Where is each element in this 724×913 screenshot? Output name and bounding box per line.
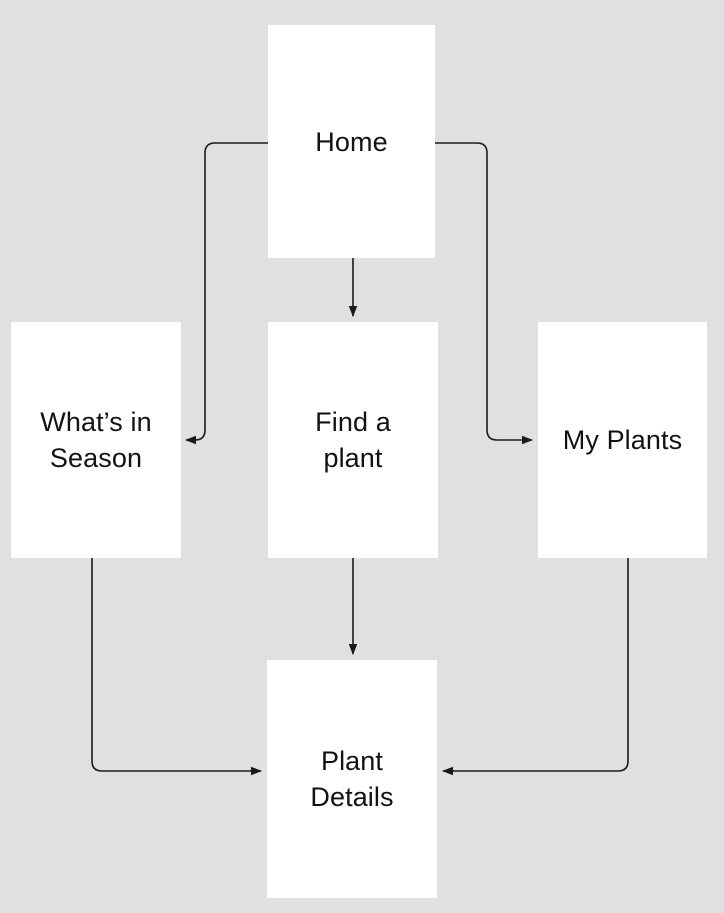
node-my-plants-label: My Plants: [562, 425, 683, 455]
edge-whats-in-season-to-plant-details: [91, 558, 263, 776]
node-plant-details-label: Plant Details: [310, 746, 394, 812]
edge-home-to-my-plants: [435, 142, 534, 445]
node-find-a-plant[interactable]: Find a plant: [268, 322, 438, 558]
node-find-a-plant-label: Find a plant: [315, 407, 391, 473]
edge-home-to-whats-in-season: [184, 142, 268, 445]
node-home-label: Home: [315, 126, 388, 157]
node-home[interactable]: Home: [268, 25, 435, 258]
node-plant-details[interactable]: Plant Details: [267, 660, 437, 898]
node-whats-in-season-label: What’s in Season: [40, 407, 152, 473]
edge-my-plants-to-plant-details: [441, 558, 629, 776]
node-whats-in-season[interactable]: What’s in Season: [11, 322, 181, 558]
node-my-plants[interactable]: My Plants: [538, 322, 707, 558]
